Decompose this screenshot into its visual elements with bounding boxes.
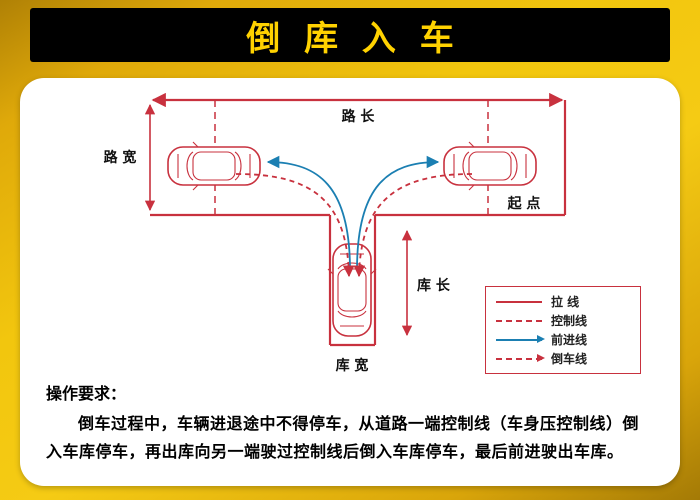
content-card: 路 长 路 宽 起 点 库 长 库 宽 拉 线 控制线 前进线 倒车线 操作要求…: [20, 78, 680, 486]
red-dashed-arrow-line-sample: [496, 353, 545, 362]
garage-outline: [328, 215, 377, 347]
instructions-body: 倒车过程中，车辆进退途中不得停车，从道路一端控制线（车身压控制线）倒入车库停车，…: [46, 414, 640, 461]
car-left: [167, 141, 261, 191]
car-garage: [327, 243, 377, 337]
forward-path-right: [356, 155, 440, 271]
course-diagram: 路 长 路 宽 起 点 库 长 库 宽: [104, 92, 567, 374]
legend-item-control-line: 控制线: [496, 314, 630, 328]
garage-width-label: 库 宽: [336, 357, 369, 374]
road-length-label: 路 长: [342, 108, 376, 125]
instructions-section: 操作要求： 倒车过程中，车辆进退途中不得停车，从道路一端控制线（车身压控制线）倒…: [46, 380, 654, 466]
car-right: [443, 141, 537, 191]
garage-length-label: 库 长: [417, 277, 451, 294]
legend-item-reverse-line: 倒车线: [496, 352, 630, 366]
title-banner: 倒 库 入 车: [30, 8, 670, 62]
legend-item-pull-line: 拉 线: [496, 295, 630, 309]
legend-item-forward-line: 前进线: [496, 333, 630, 347]
road-outline: [150, 92, 567, 217]
forward-path-left: [266, 155, 351, 271]
solid-line-sample: [496, 300, 542, 303]
page-title: 倒 库 入 车: [246, 18, 460, 59]
legend: 拉 线 控制线 前进线 倒车线: [485, 286, 641, 374]
blue-arrow-line-sample: [496, 334, 545, 343]
start-point-label: 起 点: [507, 195, 541, 212]
legend-label: 倒车线: [551, 352, 588, 366]
legend-label: 拉 线: [551, 295, 580, 309]
legend-label: 前进线: [551, 333, 588, 347]
dashed-line-sample: [496, 319, 542, 322]
road-width-label: 路 宽: [104, 149, 137, 166]
legend-label: 控制线: [551, 314, 588, 328]
instructions-heading: 操作要求：: [46, 384, 127, 403]
